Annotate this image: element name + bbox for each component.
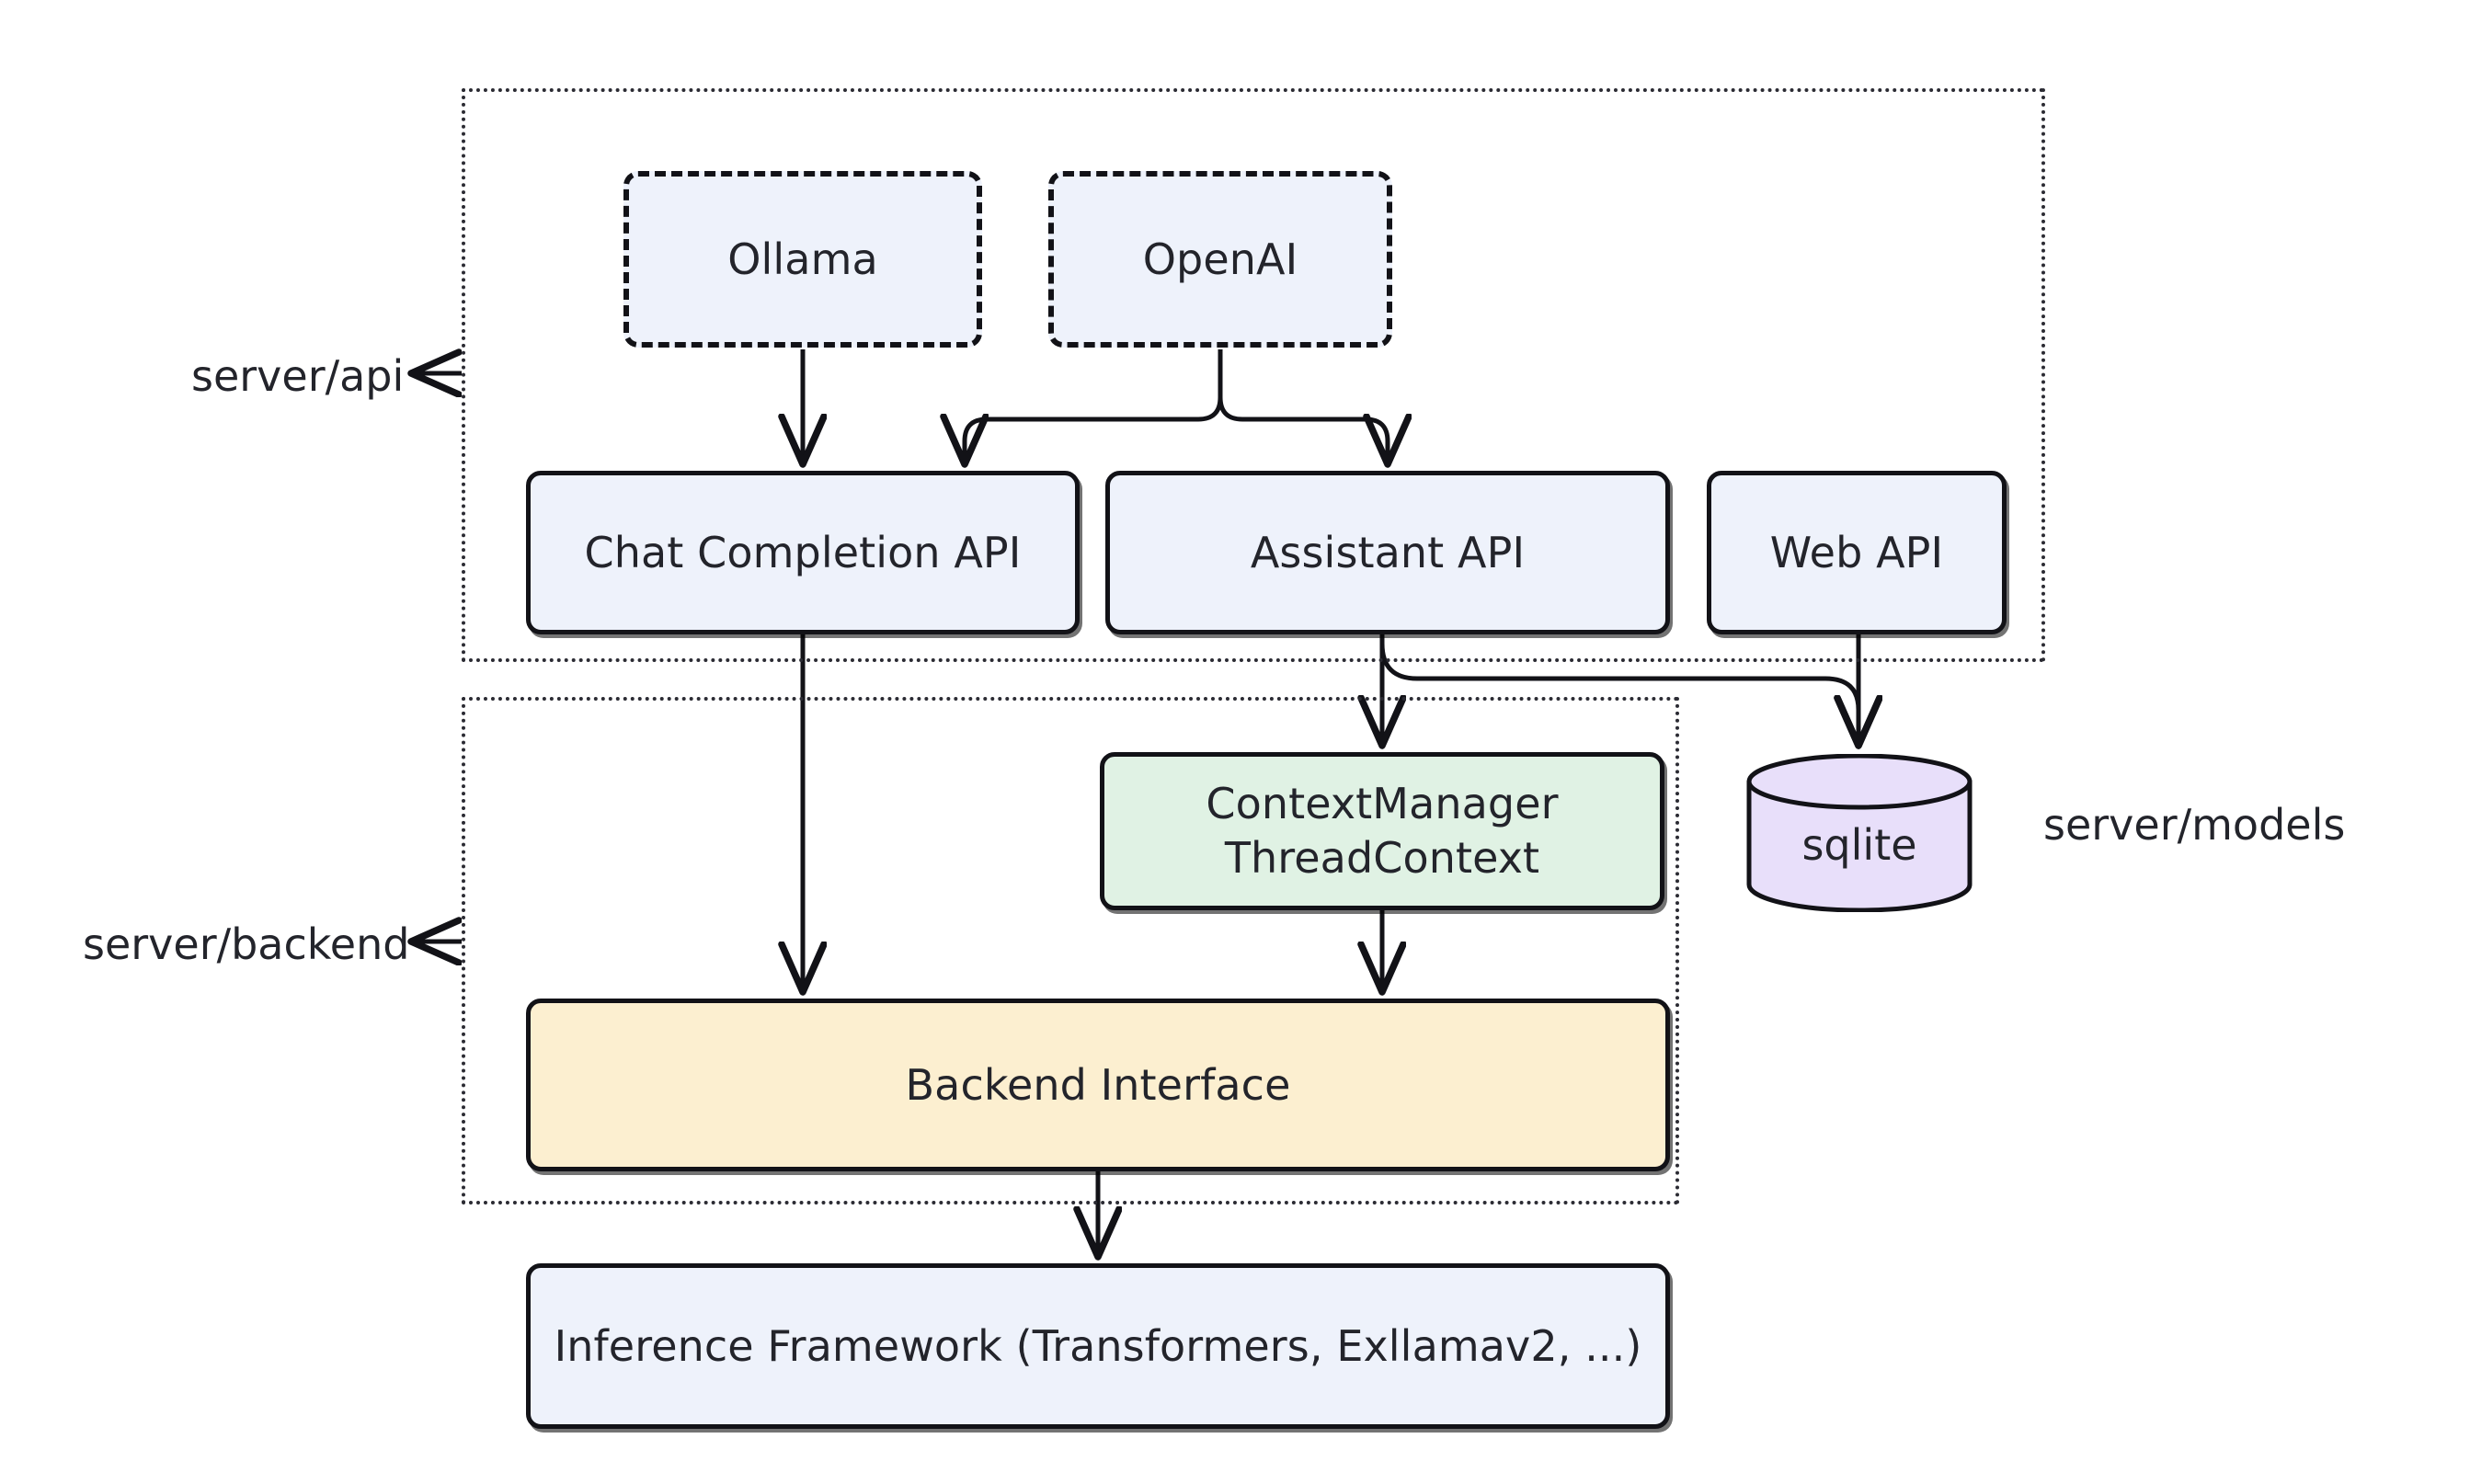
node-web-api[interactable]: Web API — [1707, 471, 2007, 634]
database-cylinder-icon — [1746, 754, 1973, 912]
group-label-server-backend: server/backend — [83, 919, 410, 969]
node-sqlite-database[interactable]: sqlite — [1744, 754, 1975, 912]
node-ollama[interactable]: Ollama — [623, 171, 982, 348]
node-assistant-api[interactable]: Assistant API — [1105, 471, 1670, 634]
node-ollama-label: Ollama — [727, 234, 878, 284]
group-container-server-backend — [462, 697, 1679, 1204]
group-container-server-api — [462, 88, 2045, 662]
group-label-server-api: server/api — [191, 351, 405, 401]
node-chat-completion-api[interactable]: Chat Completion API — [526, 471, 1080, 634]
node-chat-completion-api-label: Chat Completion API — [584, 527, 1022, 577]
node-assistant-api-label: Assistant API — [1250, 527, 1526, 577]
node-context-manager[interactable]: ContextManager ThreadContext — [1100, 752, 1664, 910]
group-label-server-models: server/models — [2043, 800, 2346, 850]
node-openai[interactable]: OpenAI — [1048, 171, 1392, 348]
node-backend-interface-label: Backend Interface — [905, 1059, 1291, 1110]
node-context-manager-label-line1: ContextManager — [1206, 779, 1559, 829]
node-web-api-label: Web API — [1769, 527, 1944, 577]
node-sqlite-label: sqlite — [1801, 820, 1917, 870]
node-context-manager-label-line2: ThreadContext — [1224, 833, 1540, 883]
node-backend-interface[interactable]: Backend Interface — [526, 999, 1670, 1171]
node-inference-framework-label: Inference Framework (Transformers, Exlla… — [554, 1320, 1642, 1371]
node-openai-label: OpenAI — [1142, 234, 1298, 284]
node-inference-framework[interactable]: Inference Framework (Transformers, Exlla… — [526, 1263, 1670, 1429]
